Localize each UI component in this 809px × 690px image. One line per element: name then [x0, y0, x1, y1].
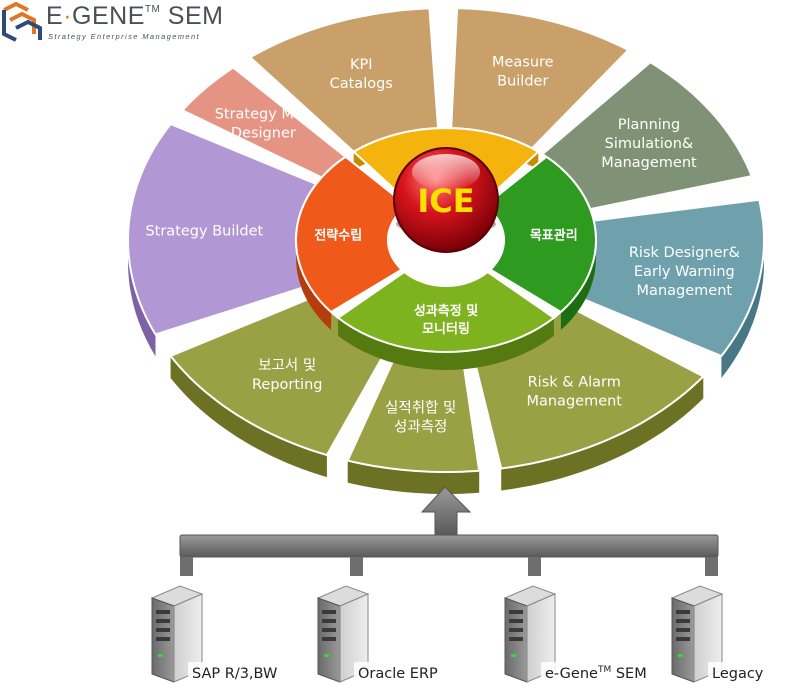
source-label-bg [708, 662, 770, 684]
logo: E·GENETM SEM Strategy Enterprise Managem… [0, 0, 230, 48]
source-label: Legacy [712, 666, 764, 682]
logo-icon [2, 1, 42, 42]
inner-segment: 목표관리 [483, 155, 598, 330]
inner-segment-label-line: 목표관리 [530, 227, 578, 243]
outer-segment-label-line: Risk Designer& [629, 245, 740, 261]
source-label-bg [188, 662, 284, 684]
logo-title: E·GENETM SEM [46, 2, 224, 30]
outer-segment-label-line: Planning [618, 117, 680, 133]
outer-segment-label-line: Catalogs [330, 76, 393, 92]
outer-segment-label-line: 성과측정 [394, 419, 447, 436]
outer-segment-label-line: Designer [231, 126, 296, 142]
source-label: SAP R/3,BW [192, 666, 277, 682]
source-label: Oracle ERP [358, 666, 438, 682]
outer-segment-label-line: Strategy Map [215, 107, 312, 123]
data-connector [179, 486, 719, 576]
outer-segment-label-line: Management [637, 283, 733, 299]
outer-segment-label-line: Reporting [252, 377, 323, 393]
center-label: ICE [417, 182, 474, 220]
inner-segment-label-line: 모니터링 [422, 321, 470, 337]
outer-segment: 보고서 및 Reporting [168, 294, 392, 478]
outer-segment-label-line: Measure [492, 55, 554, 71]
source-label-bg [541, 662, 655, 684]
outer-segment-label-line: KPI [350, 57, 373, 73]
outer-segment-label-line: Builder [497, 74, 548, 90]
logo-subtitle: Strategy Enterprise Management [48, 32, 201, 41]
outer-segment-label-line: 보고서 및 [258, 357, 316, 374]
source-label-bg [354, 662, 450, 684]
source-label: e-GeneTM SEM [545, 665, 647, 682]
outer-ring: KPI Catalogs MeasureBuilderPlanningSimulat… [126, 7, 766, 494]
outer-segment-label-line: Management [601, 155, 697, 171]
outer-segment-label-line: 실적취합 및 [385, 400, 456, 417]
server-icon [670, 585, 724, 683]
outer-segment-label-line: Strategy Buildet [145, 224, 263, 240]
outer-segment-label-line: Simulation& [605, 136, 694, 152]
server-icon [503, 585, 557, 683]
inner-segment: 전략수립 [294, 155, 409, 330]
center-ball: ICE [393, 147, 499, 253]
outer-segment-label-line: Management [526, 393, 622, 409]
server-icon [316, 585, 370, 683]
outer-segment-label-line: Risk & Alarm [528, 374, 621, 390]
outer-segment-label-line: Early Warning [634, 264, 735, 280]
source-systems: SAP R/3,BW Oracle ERP e-GeneTM SEM Legacy [150, 585, 770, 684]
inner-segment-label-line: 성과측정 및 [414, 303, 478, 319]
inner-segment-label-line: 전략수립 [314, 227, 362, 243]
